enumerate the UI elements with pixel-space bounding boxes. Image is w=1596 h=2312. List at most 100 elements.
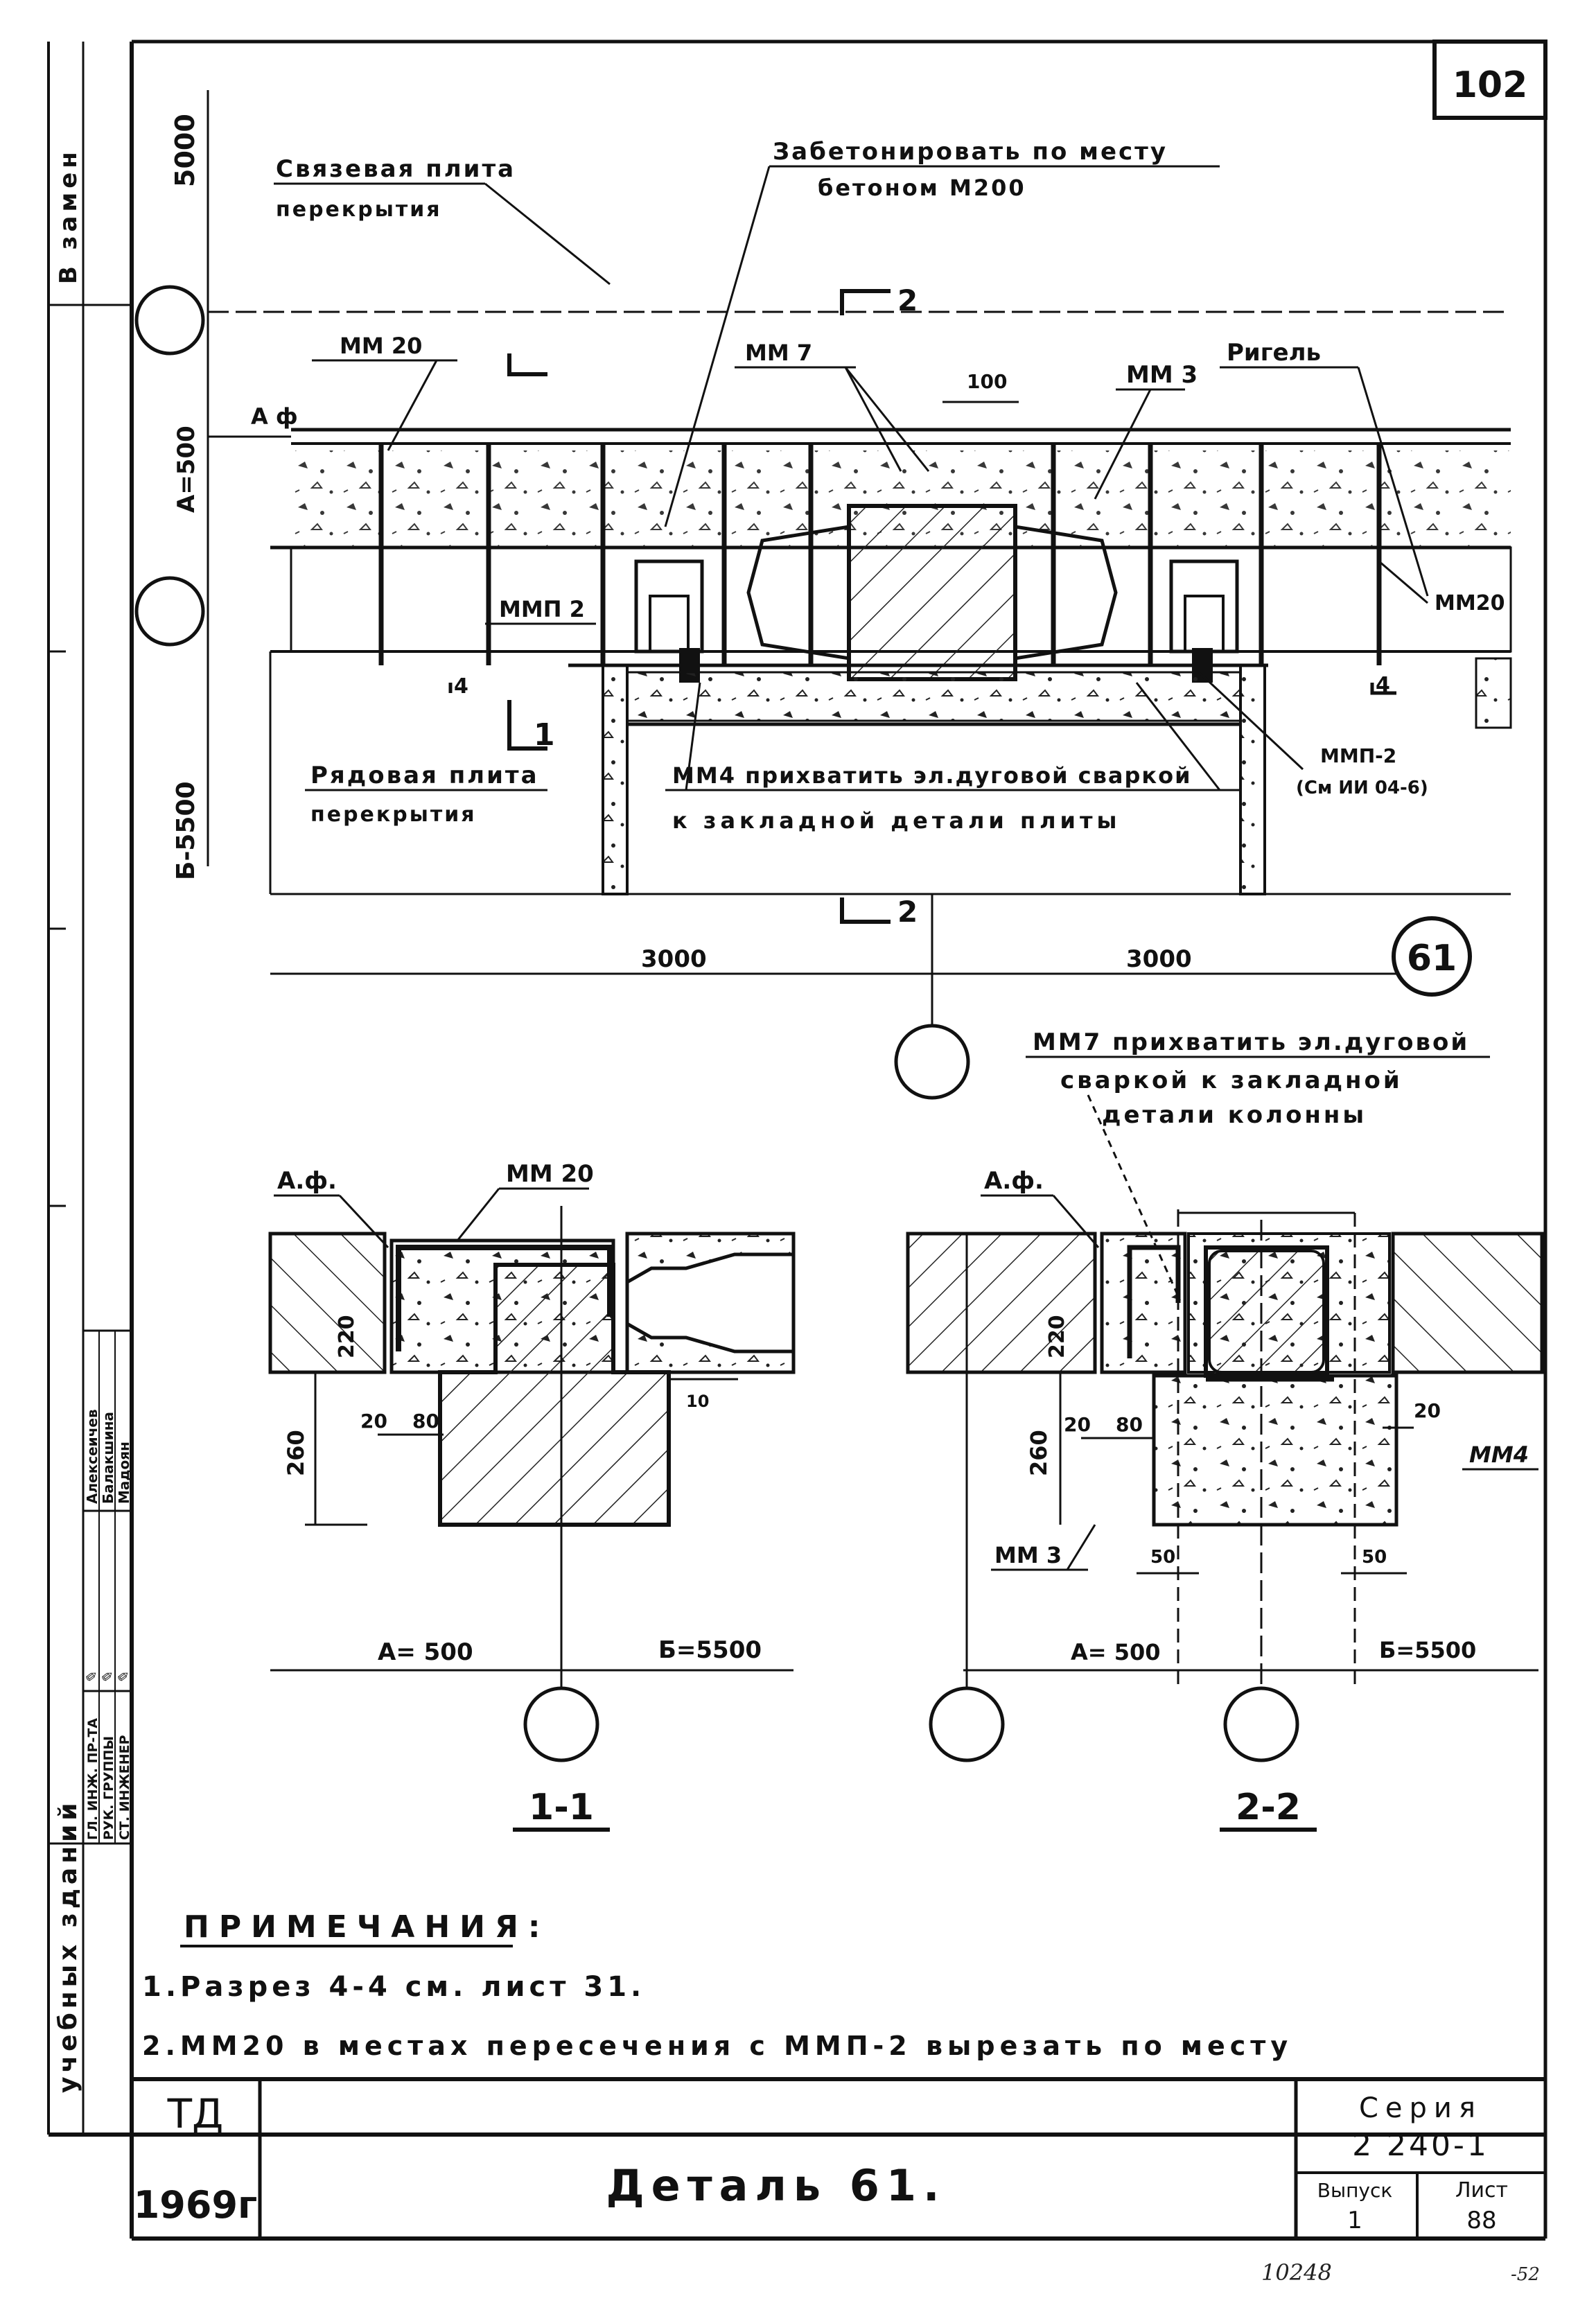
signature-1: ✎ bbox=[84, 1672, 101, 1684]
s22-dim-220: 220 bbox=[1045, 1315, 1069, 1358]
label-svyaz-plita-2: перекрытия bbox=[276, 198, 442, 222]
label-zabeton-2: бетоном М200 bbox=[818, 175, 1026, 201]
axis-circle-center bbox=[894, 1024, 970, 1100]
seriya-label: Серия bbox=[1359, 2092, 1482, 2124]
name-3: Мадоян bbox=[116, 1442, 132, 1504]
label-mm7: ММ 7 bbox=[745, 340, 812, 366]
role-3: СТ. ИНЖЕНЕР bbox=[117, 1735, 132, 1840]
section-2-bottom: 2 bbox=[897, 895, 918, 929]
s22-axis-circle-a bbox=[929, 1686, 1005, 1762]
mm7-note: ММ7 прихватить эл.дуговой сваркой к закл… bbox=[1026, 1028, 1490, 1297]
s11-dim-260: 260 bbox=[283, 1430, 309, 1476]
label-rigel: Ригель bbox=[1227, 339, 1321, 367]
s11-axis-b: Б=5500 bbox=[658, 1636, 762, 1664]
s22-axis-a: А= 500 bbox=[1071, 1639, 1161, 1665]
signature-table: ГЛ. ИНЖ. ПР-ТА РУК. ГРУППЫ СТ. ИНЖЕНЕР ✎… bbox=[82, 1329, 133, 1845]
s22-label-mm3: ММ 3 bbox=[994, 1542, 1062, 1568]
note-item-2: 2.ММ20 в местах пересечения с ММП-2 выре… bbox=[142, 2031, 1292, 2061]
section-4-left: 4 bbox=[454, 674, 468, 699]
section-1-1: А.ф. ММ 20 10 220 260 20 80 А= 500 Б=550… bbox=[268, 1160, 796, 1832]
stamp-mark: -52 bbox=[1511, 2264, 1540, 2285]
role-1: ГЛ. ИНЖ. ПР-ТА bbox=[85, 1718, 100, 1840]
label-mmp2-right-1: ММП-2 bbox=[1320, 744, 1396, 767]
label-ryad-plita-2: перекрытия bbox=[310, 803, 477, 827]
s22-dim-80: 80 bbox=[1116, 1413, 1143, 1436]
dim-5000: 5000 bbox=[170, 114, 200, 187]
s11-dim-20: 20 bbox=[360, 1410, 387, 1433]
list-label: Лист bbox=[1455, 2178, 1508, 2202]
column-center bbox=[847, 504, 1017, 681]
label-ryad-plita-1: Рядовая плита bbox=[310, 762, 539, 789]
seriya-value: 2 240-1 bbox=[1352, 2128, 1489, 2163]
s22-dim-20b: 20 bbox=[1414, 1399, 1441, 1422]
s22-label-af: А.ф. bbox=[984, 1167, 1044, 1195]
note-mm7-line-2: сваркой к закладной bbox=[1060, 1067, 1403, 1094]
label-mm3: ММ 3 bbox=[1126, 361, 1198, 389]
s11-label-mm20: ММ 20 bbox=[506, 1160, 594, 1188]
sheet-frame bbox=[47, 40, 1547, 2137]
section-2-2: А.ф. 220 260 20 80 20 ММ4 ММ 3 50 bbox=[906, 1167, 1544, 1832]
dim-3000-left: 3000 bbox=[641, 945, 707, 973]
name-2: Балакшина bbox=[100, 1412, 116, 1504]
title: Деталь 61. bbox=[606, 2160, 946, 2211]
label-mmp2-left: ММП 2 bbox=[499, 596, 585, 622]
notes-heading: ПРИМЕЧАНИЯ: bbox=[184, 1909, 550, 1945]
section-2-2-title: 2-2 bbox=[1236, 1787, 1301, 1828]
axis-a-mark: А ф bbox=[251, 403, 298, 430]
org-mark: ТД bbox=[167, 2090, 224, 2137]
label-mm4-note-1: ММ4 прихватить эл.дуговой сваркой bbox=[672, 762, 1192, 789]
role-2: РУК. ГРУППЫ bbox=[101, 1736, 116, 1840]
s11-label-af: А.ф. bbox=[277, 1167, 337, 1195]
sheet-number-box: 102 bbox=[1432, 40, 1547, 120]
s11-axis-a: А= 500 bbox=[378, 1638, 473, 1666]
list-value: 88 bbox=[1466, 2207, 1496, 2234]
s22-dim-20a: 20 bbox=[1064, 1413, 1091, 1436]
name-1: Алексеичев bbox=[84, 1409, 100, 1504]
s11-dim-80: 80 bbox=[412, 1410, 439, 1433]
label-mm20-right: ММ20 bbox=[1435, 591, 1505, 615]
tapered-insert-left bbox=[746, 525, 851, 660]
plan-view: 5000 А=500 Б-5500 А ф bbox=[134, 90, 1512, 1100]
note-mm7-line-3: детали колонны bbox=[1102, 1101, 1367, 1129]
label-mm20-left: ММ 20 bbox=[340, 333, 422, 359]
label-zabeton-1: Забетонировать по месту bbox=[773, 138, 1168, 166]
s11-dim-10: 10 bbox=[686, 1392, 709, 1411]
sheet-number: 102 bbox=[1453, 64, 1528, 106]
s22-axis-b: Б=5500 bbox=[1379, 1637, 1476, 1663]
axis-circle-b bbox=[134, 576, 205, 647]
signature-3: ✎ bbox=[116, 1672, 133, 1684]
axis-circle-a bbox=[134, 285, 205, 356]
label-svyaz-plita-1: Связевая плита bbox=[276, 155, 516, 183]
tapered-insert-right bbox=[1013, 525, 1118, 660]
s22-label-mm4: ММ4 bbox=[1469, 1442, 1529, 1468]
section-2-top: 2 bbox=[897, 283, 918, 317]
vypusk-label: Выпуск bbox=[1317, 2179, 1393, 2202]
note-item-1: 1.Разрез 4-4 см. лист 31. bbox=[142, 1971, 645, 2003]
dim-a500: А=500 bbox=[173, 426, 200, 513]
signature-2: ✎ bbox=[100, 1672, 117, 1684]
label-mmp2-right-2: (См ИИ 04-6) bbox=[1296, 778, 1428, 798]
s11-dim-220: 220 bbox=[335, 1315, 359, 1358]
s22-axis-circle-b bbox=[1223, 1686, 1299, 1762]
label-mm4-note-2: к закладной детали плиты bbox=[672, 807, 1121, 834]
s11-axis-circle bbox=[523, 1686, 599, 1762]
section-4-right: 4 bbox=[1376, 673, 1390, 697]
vzamen-label: В замен bbox=[55, 148, 82, 284]
notes: ПРИМЕЧАНИЯ: 1.Разрез 4-4 см. лист 31. 2.… bbox=[142, 1909, 1292, 2061]
section-1-1-title: 1-1 bbox=[529, 1787, 594, 1828]
vypusk-value: 1 bbox=[1347, 2207, 1362, 2234]
stamp-number: 10248 bbox=[1261, 2259, 1332, 2286]
year: 1969г bbox=[134, 2183, 258, 2227]
s22-dim-50b: 50 bbox=[1362, 1547, 1387, 1568]
uchebnyh-label: учебных зданий bbox=[54, 1798, 82, 2093]
section-1: 1 bbox=[534, 717, 555, 753]
dim-b5500: Б-5500 bbox=[172, 781, 200, 880]
s22-dim-260: 260 bbox=[1026, 1430, 1052, 1476]
note-mm7-line-1: ММ7 прихватить эл.дуговой bbox=[1033, 1028, 1469, 1056]
s22-dim-50a: 50 bbox=[1150, 1547, 1175, 1568]
detail-circle bbox=[1392, 916, 1472, 997]
title-block: ТД 1969г Деталь 61. Серия 2 240-1 Выпуск… bbox=[130, 2077, 1547, 2241]
dim-3000-right: 3000 bbox=[1126, 945, 1192, 973]
detail-circle-label: 61 bbox=[1407, 938, 1457, 979]
